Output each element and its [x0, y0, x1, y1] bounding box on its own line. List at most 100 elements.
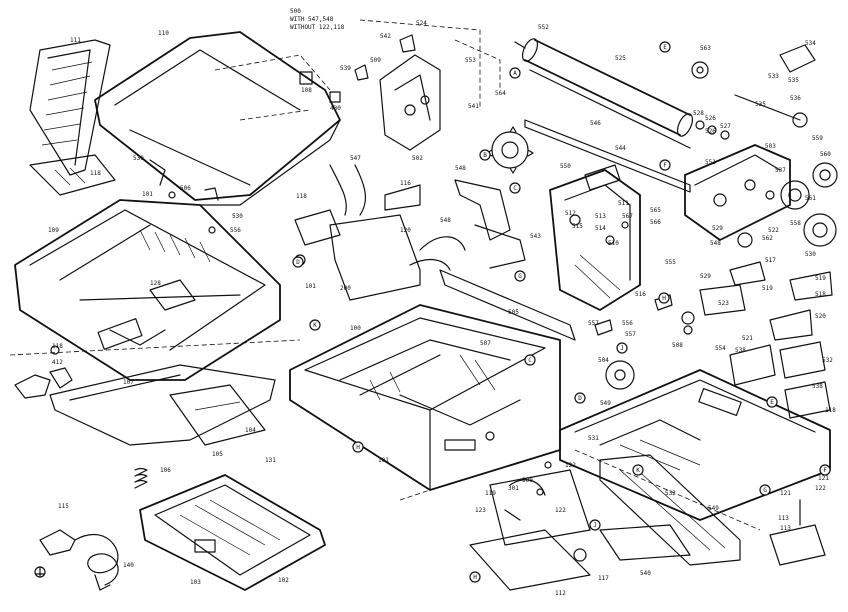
part-label: 567 [622, 213, 633, 220]
part-label: 541 [468, 103, 479, 110]
part-label: 543 [530, 233, 541, 240]
part-label: 507 [480, 340, 491, 347]
callout-G2: G [759, 484, 771, 496]
part-label: 530 [805, 251, 816, 258]
svg-text:WITHOUT 122,118: WITHOUT 122,118 [290, 24, 345, 31]
svg-text:H: H [473, 574, 477, 581]
part-label: 514 [595, 225, 606, 232]
base-plate-part [139, 474, 326, 591]
svg-text:K: K [636, 467, 640, 474]
part-label: 532 [665, 490, 676, 497]
part-label: 548 [710, 240, 721, 247]
svg-text:500: 500 [290, 8, 301, 15]
part-label: 120 [400, 227, 411, 234]
callout-H2: H [352, 441, 364, 453]
part-label: 555 [665, 259, 676, 266]
part-label: 565 [650, 207, 661, 214]
part-label: 564 [495, 90, 506, 97]
part-label: 113 [778, 515, 789, 522]
part-label: 556 [622, 320, 633, 327]
part-label: 105 [212, 451, 223, 458]
lower-tray-part [49, 364, 276, 446]
part-label: 505 [508, 309, 519, 316]
callout-D: D [292, 256, 304, 268]
part-label: 509 [370, 57, 381, 64]
part-label: 508 [672, 342, 683, 349]
part-label: 525 [615, 55, 626, 62]
part-label: 103 [190, 579, 201, 586]
part-label: 516 [635, 291, 646, 298]
part-label: 557 [588, 320, 599, 327]
callout-A: A [509, 67, 521, 79]
callout-B: B [479, 149, 491, 161]
lower-housing-part [14, 199, 281, 381]
part-label: 515 [572, 223, 583, 230]
part-label: 530 [232, 213, 243, 220]
part-label: 118 [90, 170, 101, 177]
part-label: 531 [588, 435, 599, 442]
callout-H: H [658, 292, 670, 304]
svg-text:F: F [663, 162, 667, 169]
part-label: 560 [820, 151, 831, 158]
svg-text:H: H [356, 444, 360, 451]
part-label: 116 [400, 180, 411, 187]
print-head-carriage-part [549, 164, 641, 311]
part-label: 542 [380, 33, 391, 40]
svg-text:J: J [620, 345, 624, 352]
part-label: 554 [715, 345, 726, 352]
part-label: 524 [416, 20, 427, 27]
svg-text:WITH 547,548: WITH 547,548 [290, 16, 334, 23]
part-label: 520 [815, 313, 826, 320]
part-label: 538 [735, 347, 746, 354]
part-label: 561 [805, 195, 816, 202]
callout-J2: J [589, 519, 601, 531]
part-label: 301 [508, 485, 519, 492]
part-label: 538 [812, 383, 823, 390]
part-label: 110 [158, 30, 169, 37]
part-label: 118 [825, 407, 836, 414]
svg-text:C: C [528, 357, 532, 364]
svg-text:F: F [823, 467, 827, 474]
part-label: 522 [768, 227, 779, 234]
part-label: 506 [180, 185, 191, 192]
part-label: 118 [52, 343, 63, 350]
part-label: 548 [455, 165, 466, 172]
part-label: 553 [465, 57, 476, 64]
part-label: 109 [48, 227, 59, 234]
part-label: 117 [598, 575, 609, 582]
part-label: 119 [485, 490, 496, 497]
part-labels: 111 110 108 430 530 506 101 118 556 530 … [48, 20, 836, 597]
part-label: 513 [595, 213, 606, 220]
part-label: 547 [350, 155, 361, 162]
part-label: 511 [618, 200, 629, 207]
part-label: 527 [720, 123, 731, 130]
bracket-part [599, 454, 741, 566]
part-label: 100 [350, 325, 361, 332]
svg-text:D: D [296, 259, 300, 266]
svg-text:G: G [518, 273, 522, 280]
callout-C: C [509, 182, 521, 194]
spring-part [134, 467, 148, 489]
part-label: 557 [625, 331, 636, 338]
svg-text:B: B [483, 152, 487, 159]
svg-text:C: C [513, 185, 517, 192]
part-label: 106 [160, 467, 171, 474]
part-label: 140 [123, 562, 134, 569]
callout-K: K [309, 319, 321, 331]
carriage-mechanism-part [354, 34, 441, 151]
part-label: 550 [560, 163, 571, 170]
gear-part [486, 126, 534, 174]
part-label: 534 [805, 40, 816, 47]
part-label: 502 [412, 155, 423, 162]
callout-H3: H [469, 571, 481, 583]
part-label: 122 [565, 462, 576, 469]
part-label: 562 [762, 235, 773, 242]
part-label: 122 [555, 507, 566, 514]
part-label: 523 [718, 300, 729, 307]
part-label: 540 [640, 570, 651, 577]
callout-C2: C [524, 354, 536, 366]
svg-text:D: D [578, 395, 582, 402]
callout-E: E [659, 41, 671, 53]
part-label: 101 [142, 191, 153, 198]
part-label: 512 [565, 210, 576, 217]
